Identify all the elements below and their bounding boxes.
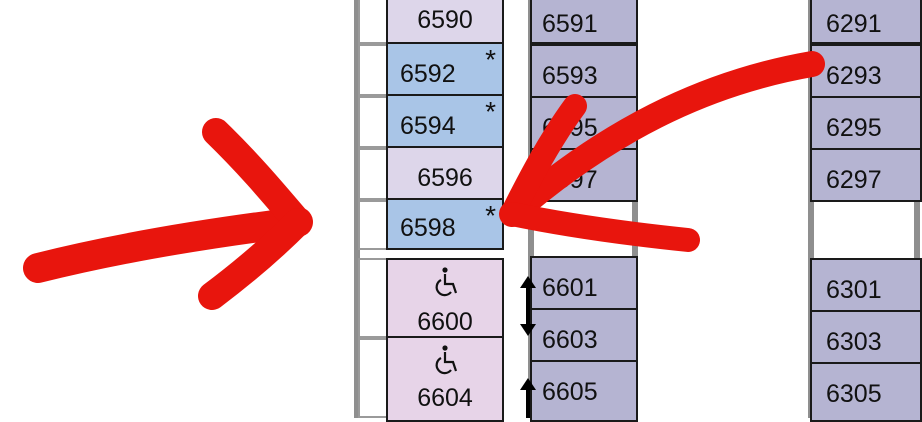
stall-6596[interactable]: 6596 <box>386 146 504 200</box>
stall-6601[interactable]: 6601 <box>530 256 638 310</box>
stall-number: 6590 <box>417 6 473 34</box>
stall-number: 6293 <box>826 62 882 90</box>
stall-6603[interactable]: 6603 <box>530 308 638 362</box>
empty-cell <box>358 44 388 96</box>
stall-6593[interactable]: 6593 <box>530 44 638 98</box>
stall-6301[interactable]: 6301 <box>810 258 922 312</box>
stall-6592[interactable]: 6592 * <box>386 42 504 96</box>
stall-number: 6295 <box>826 114 882 142</box>
stall-number: 6301 <box>826 276 882 304</box>
stall-number: 6597 <box>542 166 598 194</box>
left-rail <box>354 0 360 418</box>
stall-6591[interactable]: 6591 <box>530 0 638 44</box>
stall-number: 6598 <box>400 214 456 242</box>
stall-6303[interactable]: 6303 <box>810 310 922 364</box>
asterisk-marker: * <box>485 44 496 75</box>
column-c-rail <box>914 0 920 418</box>
stall-6604[interactable]: 6604 <box>386 336 504 422</box>
stall-6291[interactable]: 6291 <box>810 0 922 44</box>
stall-6297[interactable]: 6297 <box>810 148 922 202</box>
up-arrow-icon <box>520 378 536 418</box>
asterisk-marker: * <box>485 200 496 231</box>
stall-6305[interactable]: 6305 <box>810 362 922 422</box>
stall-number: 6596 <box>417 164 473 192</box>
stall-6598[interactable]: 6598 * <box>386 198 504 250</box>
stall-6595[interactable]: 6595 <box>530 96 638 150</box>
stall-number: 6592 <box>400 60 456 88</box>
stall-6594[interactable]: 6594 * <box>386 94 504 148</box>
wheelchair-icon <box>435 267 458 297</box>
empty-cell <box>358 258 388 338</box>
stall-6597[interactable]: 6597 <box>530 148 638 202</box>
stall-6600[interactable]: 6600 <box>386 258 504 338</box>
stall-number: 6305 <box>826 380 882 408</box>
stall-number: 6603 <box>542 326 598 354</box>
stall-number: 6595 <box>542 114 598 142</box>
stall-number: 6303 <box>826 328 882 356</box>
wheelchair-icon <box>435 345 458 375</box>
empty-cell <box>358 148 388 200</box>
stall-number: 6601 <box>542 274 598 302</box>
empty-cell <box>358 96 388 148</box>
stall-number: 6591 <box>542 10 598 38</box>
stall-number: 6594 <box>400 112 456 140</box>
stall-6293[interactable]: 6293 <box>810 44 922 98</box>
stall-6605[interactable]: 6605 <box>530 360 638 422</box>
stall-number: 6291 <box>826 10 882 38</box>
double-arrow-icon <box>520 276 536 336</box>
stall-number: 6600 <box>417 308 473 336</box>
stall-6590[interactable]: 6590 <box>386 0 504 44</box>
stall-6295[interactable]: 6295 <box>810 96 922 150</box>
stall-number: 6605 <box>542 378 598 406</box>
empty-cell <box>358 338 388 418</box>
stall-number: 6593 <box>542 62 598 90</box>
stall-number: 6297 <box>826 166 882 194</box>
empty-cell <box>358 200 388 250</box>
stall-number: 6604 <box>417 384 473 412</box>
empty-cell <box>358 0 388 44</box>
asterisk-marker: * <box>485 96 496 127</box>
